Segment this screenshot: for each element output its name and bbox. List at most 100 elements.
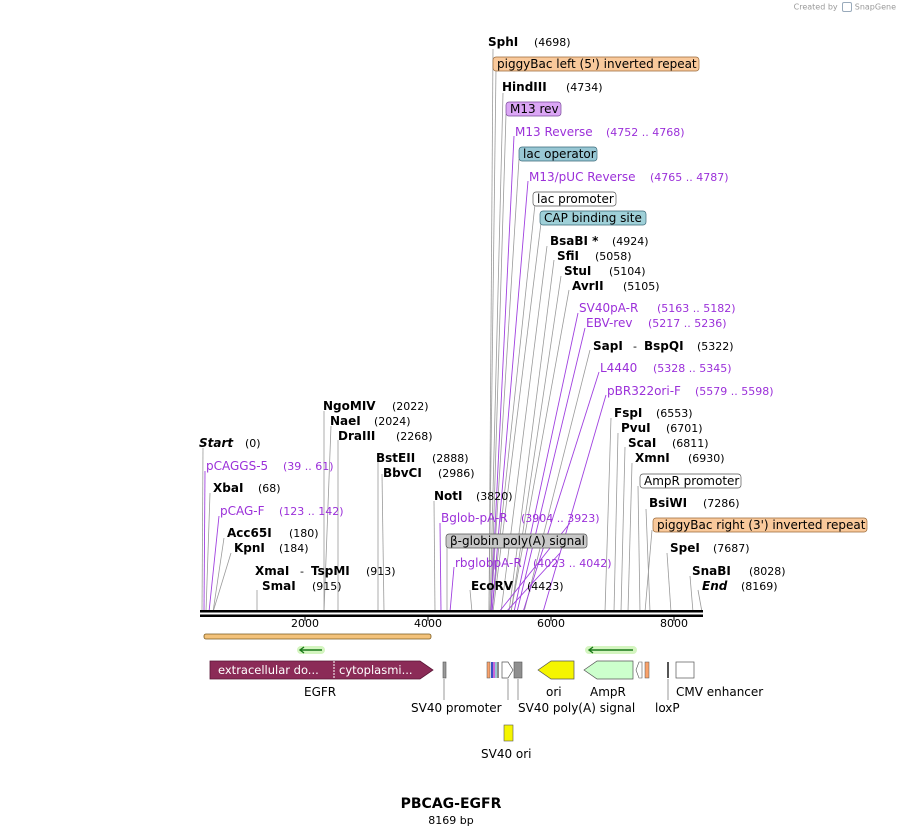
sv40-promoter-label: SV40 promoter — [411, 701, 502, 715]
egfr-feature[interactable]: extracellular do... cytoplasmi... — [209, 660, 434, 680]
site-bsabi[interactable]: BsaBI * — [550, 234, 599, 248]
ori-feature[interactable] — [537, 660, 575, 680]
site-spei[interactable]: SpeI — [670, 541, 700, 555]
ampr-label: AmpR — [590, 685, 626, 699]
m13-rev-label: M13 rev — [510, 102, 559, 116]
site-xmni-pos: (6930) — [688, 452, 725, 465]
piggybac-right-box[interactable] — [652, 517, 868, 533]
site-bbvci[interactable]: BbvCI — [383, 466, 422, 480]
site-bsiwi[interactable]: BsiWI — [649, 496, 687, 510]
site-acc65i[interactable]: Acc65I — [227, 526, 272, 540]
primer-m13-puc-reverse[interactable]: M13/pUC Reverse — [529, 170, 636, 184]
site-ngomiv[interactable]: NgoMIV — [323, 399, 376, 413]
site-fspi[interactable]: FspI — [614, 406, 642, 420]
cmv-enhancer-feature[interactable] — [675, 661, 695, 679]
sv40-ori-label: SV40 ori — [481, 747, 532, 761]
primer-sv40pa-r[interactable]: SV40pA-R — [579, 301, 638, 315]
site-stui[interactable]: StuI — [564, 264, 591, 278]
sv40-polya-feature[interactable] — [513, 661, 523, 679]
site-bsiwi-pos: (7286) — [703, 497, 740, 510]
primer-ebv-rev-pos: (5217 .. 5236) — [648, 317, 727, 330]
site-bspqi[interactable]: BspQI — [644, 339, 684, 353]
piggybac-right-feature[interactable] — [644, 661, 650, 679]
primer-pcaggs-5-pos: (39 .. 61) — [283, 460, 334, 473]
piggybac-left-box[interactable] — [492, 56, 700, 72]
site-kpni[interactable]: KpnI — [234, 541, 265, 555]
loxp-label: loxP — [655, 701, 680, 715]
ori-label: ori — [546, 685, 562, 699]
egfr-domain-extracellular: extracellular do... — [218, 663, 319, 677]
site-xmai-sep: - — [300, 565, 304, 578]
site-noti[interactable]: NotI — [434, 489, 463, 503]
sequence-strand-bottom — [200, 614, 703, 617]
primer-pcaggs-5[interactable]: pCAGGS-5 — [206, 459, 268, 473]
ampr-promoter-box[interactable] — [639, 473, 742, 489]
primer-l4440[interactable]: L4440 — [600, 361, 637, 375]
site-smai[interactable]: SmaI — [262, 579, 296, 593]
primer-pcag-f[interactable]: pCAG-F — [220, 504, 265, 518]
sv40-promoter-feature[interactable] — [442, 661, 447, 679]
site-sphi[interactable]: SphI — [488, 35, 518, 49]
lac-promoter-box[interactable] — [532, 191, 617, 207]
site-xbai[interactable]: XbaI — [213, 481, 243, 495]
site-start[interactable]: Start — [199, 436, 234, 450]
site-sfii[interactable]: SfiI — [557, 249, 579, 263]
site-ecorv[interactable]: EcoRV — [471, 579, 514, 593]
site-snabi[interactable]: SnaBI — [692, 564, 731, 578]
site-end-pos: (8169) — [741, 580, 778, 593]
primer-bglob-pa-r[interactable]: Bglob-pA-R — [441, 511, 508, 525]
primer-bglob-pa-r-pos: (3904 .. 3923) — [521, 512, 600, 525]
site-naei[interactable]: NaeI — [330, 414, 361, 428]
plasmid-length: 8169 bp — [428, 814, 474, 827]
site-hindiii[interactable]: HindIII — [502, 80, 547, 94]
primer-l4440-pos: (5328 .. 5345) — [653, 362, 732, 375]
site-tspmi[interactable]: TspMI — [311, 564, 350, 578]
primer-rbglobpa-r-pos: (4023 .. 4042) — [533, 557, 612, 570]
cap-binding-site-box[interactable] — [539, 210, 647, 226]
site-spei-pos: (7687) — [713, 542, 750, 555]
site-xbai-pos: (68) — [258, 482, 281, 495]
lac-operator-box[interactable] — [518, 146, 598, 162]
sequence-strand-top — [200, 610, 703, 613]
primer-ebv-rev[interactable]: EBV-rev — [586, 316, 632, 330]
ampr-promoter-feature[interactable] — [635, 661, 643, 679]
ampr-feature[interactable] — [583, 660, 634, 680]
primer-m13-reverse[interactable]: M13 Reverse — [515, 125, 593, 139]
site-sphi-pos: (4698) — [534, 36, 571, 49]
site-scai[interactable]: ScaI — [628, 436, 656, 450]
piggybac-left-label: piggyBac left (5') inverted repeat — [497, 57, 697, 71]
site-naei-pos: (2024) — [374, 415, 411, 428]
m13-rev-box[interactable] — [505, 101, 562, 117]
cap-binding-site-label: CAP binding site — [544, 211, 642, 225]
site-snabi-pos: (8028) — [749, 565, 786, 578]
egfr-orf-bar[interactable] — [203, 633, 432, 640]
piggybac-left-small-feature[interactable] — [486, 661, 499, 679]
site-pvui[interactable]: PvuI — [621, 421, 651, 435]
snapgene-credit: Created by SnapGene — [793, 2, 896, 12]
loxp-feature[interactable] — [667, 662, 669, 678]
primer-pbr322ori-f[interactable]: pBR322ori-F — [607, 384, 681, 398]
primer-rbglobpa-r[interactable]: rbglobpA-R — [455, 556, 522, 570]
site-noti-pos: (3820) — [476, 490, 513, 503]
site-sapi[interactable]: SapI — [593, 339, 623, 353]
snapgene-logo-icon — [842, 2, 853, 12]
lac-promoter-label: lac promoter — [537, 192, 614, 206]
site-sapi-sep: - — [633, 340, 637, 353]
site-xmni[interactable]: XmnI — [635, 451, 670, 465]
site-bsteii[interactable]: BstEII — [376, 451, 415, 465]
primer-pbr322ori-f-pos: (5579 .. 5598) — [695, 385, 774, 398]
primer-pcag-f-pos: (123 .. 142) — [279, 505, 344, 518]
site-avrii[interactable]: AvrII — [572, 279, 604, 293]
scale-tick-4000: 4000 — [414, 617, 442, 630]
orf-arrow-egfr — [297, 646, 325, 654]
beta-globin-polya-box[interactable] — [445, 533, 588, 549]
lac-promoter-feature[interactable] — [501, 661, 514, 679]
sv40-ori-feature[interactable] — [503, 724, 514, 742]
piggybac-right-label: piggyBac right (3') inverted repeat — [657, 518, 866, 532]
site-end[interactable]: End — [702, 579, 728, 593]
scale-ticks — [304, 617, 675, 621]
site-draiii[interactable]: DraIII — [338, 429, 375, 443]
primer-sv40pa-r-pos: (5163 .. 5182) — [657, 302, 736, 315]
site-xmai[interactable]: XmaI — [255, 564, 289, 578]
